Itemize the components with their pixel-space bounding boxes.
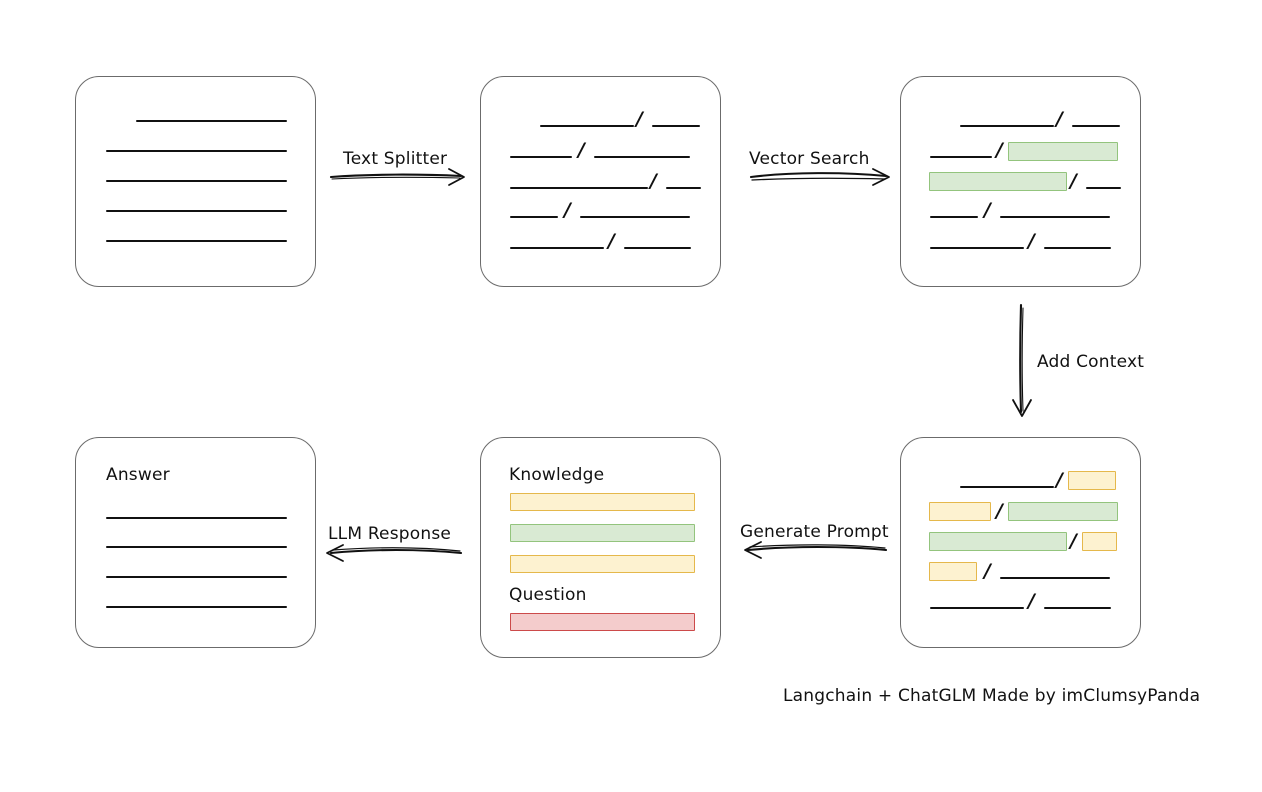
knowledge-bar[interactable]: [510, 493, 695, 511]
chunk-line: [1000, 577, 1110, 579]
knowledge-bar[interactable]: [510, 524, 695, 542]
chunk-separator: /: [1056, 108, 1063, 130]
chunk-separator: /: [1070, 170, 1077, 192]
chunk-separator: /: [984, 560, 991, 582]
question-label: Question: [509, 585, 587, 605]
chunk-separator: /: [578, 139, 585, 161]
chunk-separator: /: [996, 139, 1003, 161]
document-line: [106, 180, 287, 182]
answer-label: Answer: [106, 465, 170, 485]
footer-credit: Langchain + ChatGLM Made by imClumsyPand…: [783, 686, 1201, 706]
chunk-line: [960, 486, 1054, 488]
edge-generate-prompt-arrow: [744, 541, 888, 559]
chunk-line: [1072, 125, 1120, 127]
chunk-separator: /: [608, 230, 615, 252]
chunk-line: [666, 187, 701, 189]
chunk-line: [930, 607, 1024, 609]
chunk-separator: /: [1070, 530, 1077, 552]
edge-label-generate-prompt: Generate Prompt: [740, 522, 889, 542]
edge-add-context-arrow: [1012, 303, 1032, 417]
answer-line: [106, 546, 287, 548]
chunk-separator: /: [564, 199, 571, 221]
split-chunks-box[interactable]: [480, 76, 721, 287]
chunk-separator: /: [650, 170, 657, 192]
chunk-line: [930, 247, 1024, 249]
document-line: [106, 240, 287, 242]
edge-vector-search-arrow: [749, 168, 890, 186]
retrieved-chunk-highlight[interactable]: [1008, 142, 1118, 161]
chunk-line: [1044, 607, 1111, 609]
context-chunk-highlight[interactable]: [929, 532, 1067, 551]
retrieved-chunk-highlight[interactable]: [929, 172, 1067, 191]
context-chunk-highlight[interactable]: [929, 562, 977, 581]
chunk-line: [510, 247, 604, 249]
chunk-separator: /: [996, 500, 1003, 522]
answer-line: [106, 576, 287, 578]
chunk-line: [930, 156, 992, 158]
chunk-line: [1000, 216, 1110, 218]
chunk-line: [1044, 247, 1111, 249]
context-chunk-highlight[interactable]: [929, 502, 991, 521]
chunk-line: [510, 187, 648, 189]
edge-text-splitter-arrow: [329, 168, 465, 186]
context-chunk-highlight[interactable]: [1068, 471, 1116, 490]
answer-line: [106, 517, 287, 519]
chunk-line: [540, 125, 634, 127]
chunk-line: [624, 247, 691, 249]
edge-label-text-splitter: Text Splitter: [343, 149, 448, 169]
chunk-separator: /: [1028, 230, 1035, 252]
edge-label-add-context: Add Context: [1037, 352, 1145, 372]
knowledge-label: Knowledge: [509, 465, 605, 485]
chunk-line: [960, 125, 1054, 127]
chunk-line: [510, 216, 558, 218]
answer-line: [106, 606, 287, 608]
context-chunk-highlight[interactable]: [1008, 502, 1118, 521]
knowledge-bar[interactable]: [510, 555, 695, 573]
chunk-separator: /: [636, 108, 643, 130]
chunk-line: [580, 216, 690, 218]
context-chunk-highlight[interactable]: [1082, 532, 1117, 551]
document-line: [106, 210, 287, 212]
edge-label-vector-search: Vector Search: [749, 149, 870, 169]
edge-llm-response-arrow: [326, 544, 463, 562]
chunk-line: [594, 156, 690, 158]
chunk-separator: /: [1056, 469, 1063, 491]
answer-box[interactable]: [75, 437, 316, 648]
chunk-line: [930, 216, 978, 218]
chunk-line: [652, 125, 700, 127]
chunk-separator: /: [984, 199, 991, 221]
chunk-line: [1086, 187, 1121, 189]
document-line: [136, 120, 287, 122]
chunk-line: [510, 156, 572, 158]
question-bar[interactable]: [510, 613, 695, 631]
chunk-separator: /: [1028, 590, 1035, 612]
document-line: [106, 150, 287, 152]
edge-label-llm-response: LLM Response: [328, 524, 452, 544]
